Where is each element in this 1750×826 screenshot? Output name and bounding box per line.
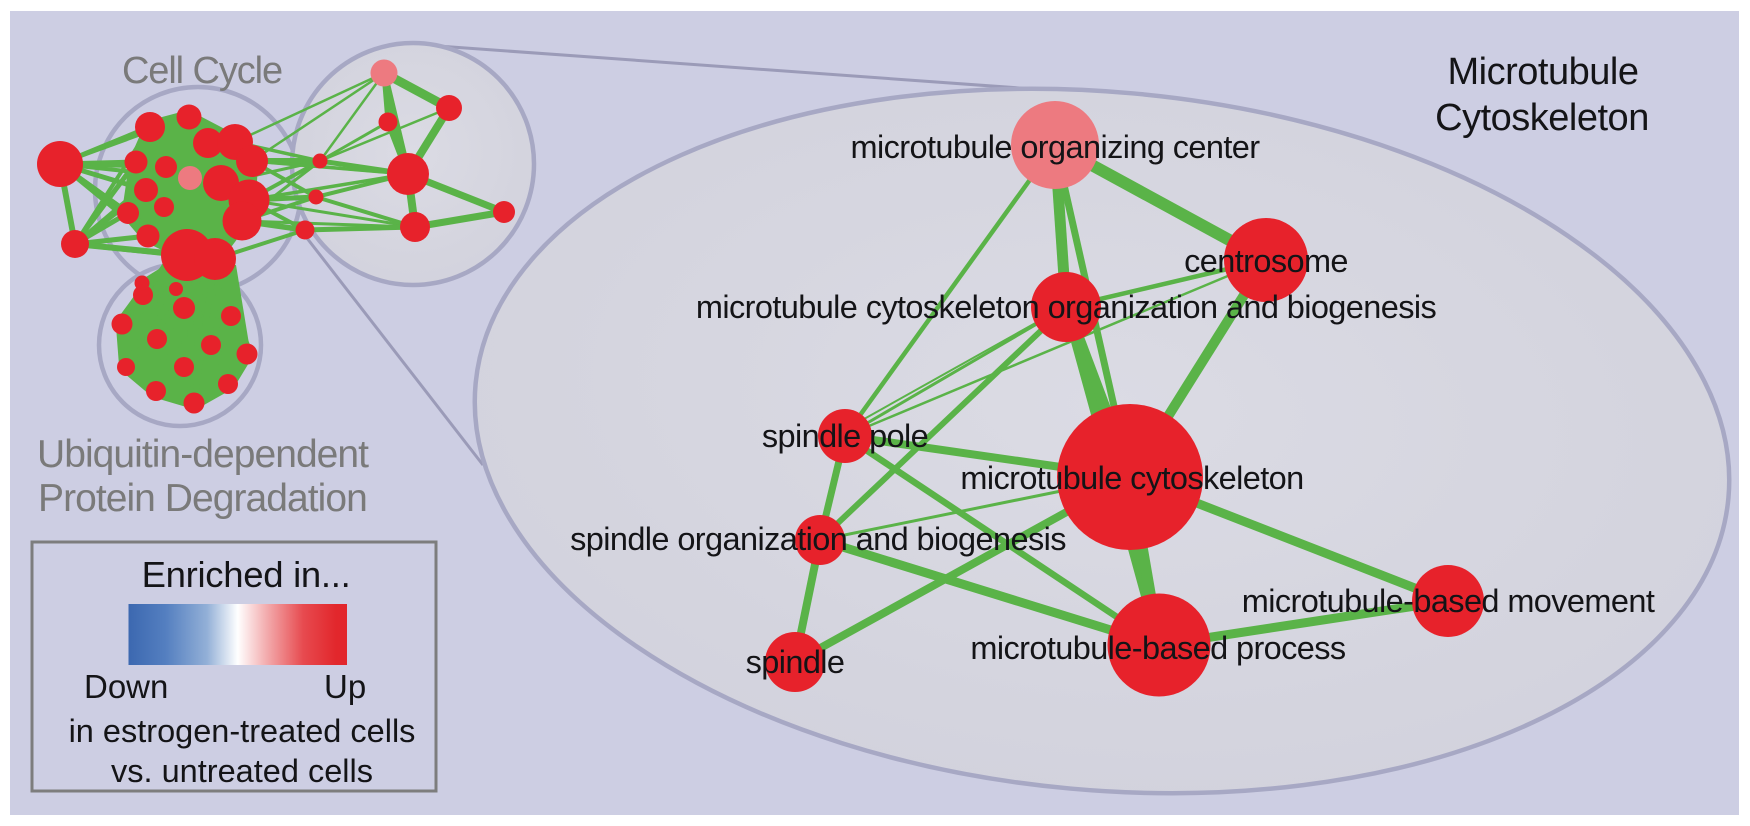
svg-text:Ubiquitin-dependent: Ubiquitin-dependent: [37, 433, 369, 476]
svg-text:Up: Up: [324, 668, 366, 705]
svg-text:vs. untreated cells: vs. untreated cells: [111, 753, 373, 789]
svg-text:Cell Cycle: Cell Cycle: [122, 50, 282, 92]
svg-text:Cytoskeleton: Cytoskeleton: [1435, 97, 1649, 139]
svg-text:microtubule-based movement: microtubule-based movement: [1242, 583, 1655, 619]
svg-text:Protein Degradation: Protein Degradation: [38, 477, 367, 520]
svg-text:Down: Down: [84, 668, 168, 705]
svg-text:centrosome: centrosome: [1184, 243, 1348, 279]
svg-text:spindle pole: spindle pole: [762, 418, 928, 454]
svg-text:Microtubule: Microtubule: [1448, 51, 1639, 93]
svg-text:spindle organization and bioge: spindle organization and biogenesis: [570, 521, 1066, 557]
svg-text:microtubule cytoskeleton organ: microtubule cytoskeleton organization an…: [696, 289, 1437, 325]
svg-text:microtubule cytoskeleton: microtubule cytoskeleton: [960, 460, 1303, 496]
svg-text:microtubule-based process: microtubule-based process: [970, 630, 1346, 666]
svg-text:spindle: spindle: [746, 644, 845, 680]
svg-text:in estrogen-treated cells: in estrogen-treated cells: [69, 713, 416, 749]
svg-text:Enriched in...: Enriched in...: [142, 554, 351, 595]
svg-text:microtubule organizing center: microtubule organizing center: [851, 129, 1261, 165]
